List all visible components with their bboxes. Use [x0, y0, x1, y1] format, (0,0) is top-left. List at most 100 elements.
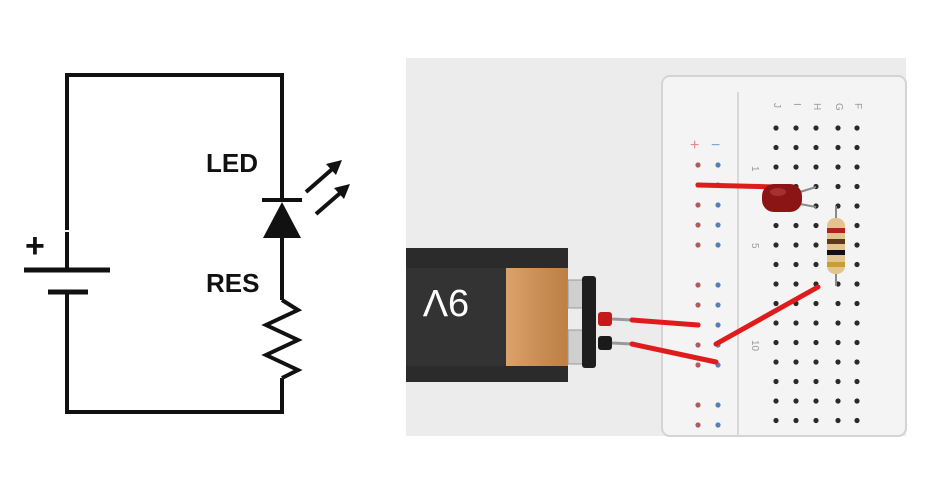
column-letters: J I H G F: [771, 103, 863, 111]
breadboard-hole: [854, 261, 860, 268]
breadboard-hole: [835, 398, 841, 404]
breadboard-hole: [773, 359, 779, 365]
breadboard-hole: [793, 281, 799, 287]
breadboard-hole: [854, 144, 860, 151]
col-letter-i: I: [791, 103, 802, 106]
plus-sign: +: [25, 227, 45, 265]
breadboard-hole: [793, 242, 799, 248]
breadboard-hole: [813, 378, 819, 385]
breadboard-hole: [793, 398, 799, 404]
battery-9v: 9V: [406, 248, 596, 382]
breadboard-hole: [773, 164, 779, 170]
wire-rail-to-led: [695, 182, 779, 190]
breadboard-hole: [835, 164, 841, 170]
breadboard-hole: [854, 203, 860, 209]
breadboard-hole: [835, 183, 841, 190]
breadboard-hole: [695, 342, 701, 348]
battery-symbol: +: [24, 227, 110, 295]
schematic-wire-bottom: [65, 292, 284, 414]
schematic: + LED RES: [24, 73, 350, 414]
col-letter-j: J: [771, 103, 782, 108]
breadboard-hole: [835, 359, 841, 365]
breadboard-hole: [773, 125, 779, 131]
breadboard-hole: [793, 320, 799, 326]
breadboard-hole: [854, 417, 860, 424]
col-letter-h: H: [811, 103, 822, 110]
breadboard-hole: [715, 282, 721, 288]
breadboard: [661, 75, 907, 437]
breadboard-hole: [813, 359, 819, 365]
breadboard-hole: [773, 320, 779, 326]
wire-battery-minus: [629, 341, 719, 365]
breadboard-hole: [715, 422, 721, 428]
battery-voltage-label: 9V: [422, 281, 469, 323]
breadboard-hole: [695, 422, 701, 428]
schematic-wire-loop: [65, 73, 284, 230]
breadboard-hole: [793, 378, 799, 385]
row-number-10: 10: [749, 340, 760, 352]
breadboard-hole: [773, 281, 779, 287]
breadboard-hole: [835, 300, 841, 307]
breadboard-hole: [695, 202, 701, 208]
breadboard-holes: [695, 125, 860, 428]
breadboard-hole: [695, 362, 701, 368]
breadboard-hole: [715, 322, 721, 328]
breadboard-hole: [793, 359, 799, 365]
breadboard-hole: [854, 320, 860, 326]
breadboard-hole: [835, 417, 841, 424]
wire-resistor-to-rail: [713, 284, 821, 347]
breadboard-hole: [854, 281, 860, 287]
breadboard-hole: [773, 417, 779, 424]
resistor-component: [827, 206, 845, 286]
breadboard-hole: [773, 378, 779, 385]
breadboard-hole: [813, 300, 819, 307]
breadboard-hole: [773, 339, 779, 346]
breadboard-hole: [715, 242, 721, 248]
breadboard-hole: [813, 125, 819, 131]
breadboard-hole: [793, 417, 799, 424]
breadboard-hole: [854, 339, 860, 346]
breadboard-hole: [854, 125, 860, 131]
breadboard-hole: [773, 144, 779, 151]
breadboard-hole: [813, 261, 819, 268]
breadboard-scene: + − J I H G F 1 5 10 9V: [406, 58, 907, 437]
breadboard-hole: [695, 302, 701, 308]
rail-plus-label: +: [690, 137, 699, 154]
breadboard-hole: [813, 164, 819, 170]
resistor-symbol: [261, 298, 303, 380]
breadboard-hole: [695, 282, 701, 288]
col-letter-f: F: [852, 103, 863, 109]
breadboard-hole: [695, 402, 701, 408]
breadboard-hole: [793, 164, 799, 170]
breadboard-hole: [793, 144, 799, 151]
breadboard-hole: [793, 339, 799, 346]
breadboard-hole: [715, 162, 721, 168]
breadboard-hole: [813, 339, 819, 346]
wire-battery-plus: [629, 317, 701, 328]
breadboard-hole: [835, 378, 841, 385]
breadboard-hole: [773, 261, 779, 268]
breadboard-hole: [854, 300, 860, 307]
breadboard-hole: [715, 222, 721, 228]
breadboard-hole: [835, 320, 841, 326]
res-label: RES: [206, 268, 259, 298]
breadboard-hole: [854, 398, 860, 404]
breadboard-hole: [854, 242, 860, 248]
breadboard-hole: [715, 302, 721, 308]
led-symbol: [262, 160, 350, 238]
breadboard-hole: [793, 261, 799, 268]
breadboard-hole: [854, 164, 860, 170]
breadboard-hole: [835, 125, 841, 131]
breadboard-hole: [835, 339, 841, 346]
battery-leads: [598, 312, 633, 350]
breadboard-hole: [715, 402, 721, 408]
breadboard-hole: [793, 222, 799, 229]
breadboard-hole: [813, 417, 819, 424]
breadboard-hole: [715, 202, 721, 208]
breadboard-hole: [773, 242, 779, 248]
breadboard-hole: [854, 359, 860, 365]
breadboard-hole: [695, 242, 701, 248]
rail-minus-label: −: [711, 137, 720, 154]
breadboard-hole: [854, 378, 860, 385]
